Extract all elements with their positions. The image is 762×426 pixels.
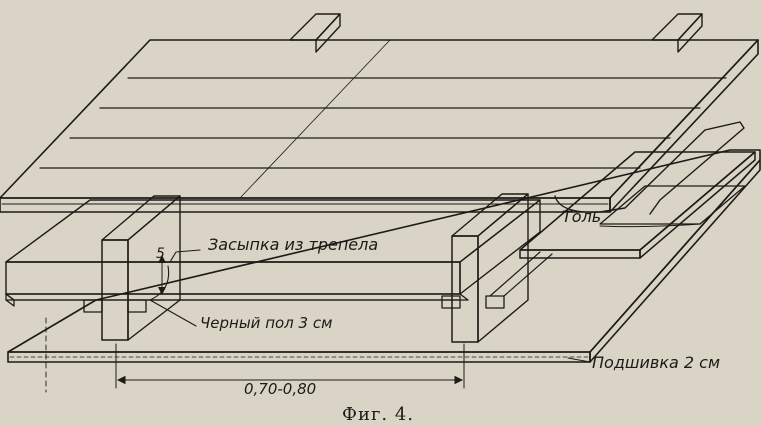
- joist-left: [101, 195, 181, 341]
- callout-leaders: [149, 249, 591, 363]
- subfloor-boards: [5, 293, 469, 307]
- label-roofing-felt: Толь: [562, 207, 601, 226]
- subfloor-boards-right: [519, 151, 756, 259]
- label-span: 0,70-0,80: [244, 380, 316, 398]
- label-fill-thickness: 5: [156, 246, 165, 262]
- joist-right: [451, 193, 529, 343]
- plank-floor: [0, 39, 759, 213]
- label-fill: Засыпка из трепела: [208, 235, 378, 254]
- label-ceiling-lining: Подшивка 2 см: [592, 353, 720, 372]
- label-subfloor: Черный пол 3 см: [200, 314, 332, 332]
- joist-ends-top: [289, 13, 703, 53]
- span-dimension: [45, 317, 465, 393]
- figure-caption: Фиг. 4.: [342, 404, 414, 425]
